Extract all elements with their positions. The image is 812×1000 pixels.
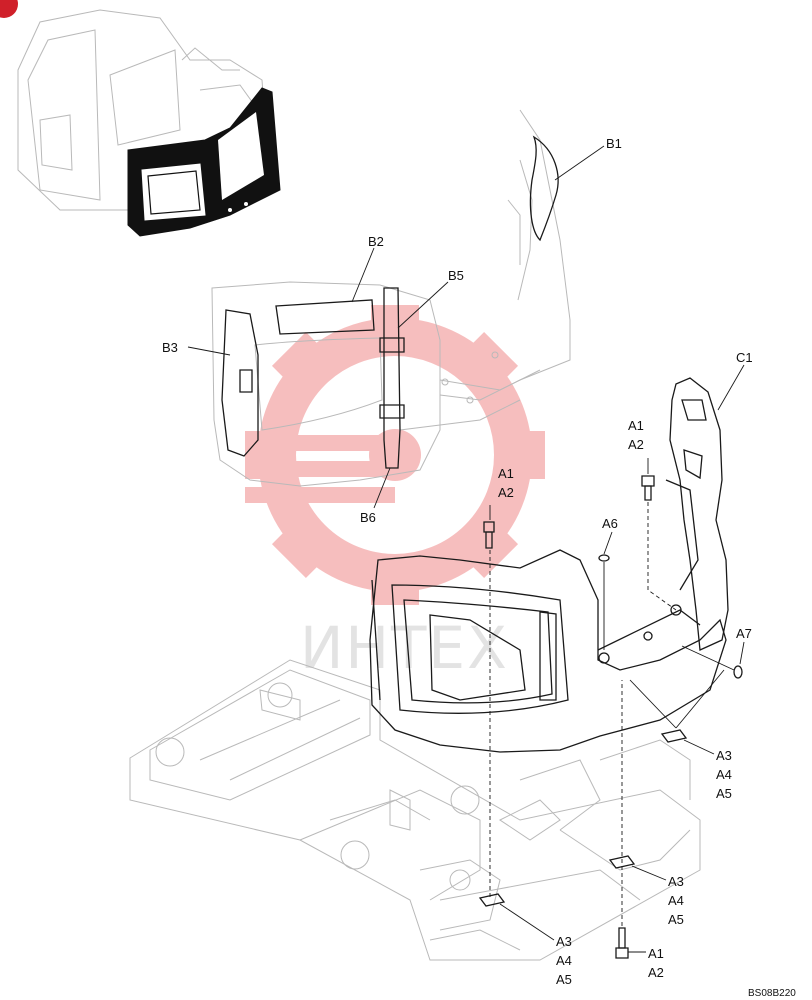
cab-shell-outline	[211, 109, 571, 487]
label-c1: C1	[736, 350, 753, 365]
label-a5-right-lower: A5	[668, 912, 684, 927]
label-b3: B3	[162, 340, 178, 355]
bolt-bottom: A1 A2	[615, 680, 664, 980]
label-a7: A7	[736, 626, 752, 641]
watermark-text: ИНТЕХ	[300, 614, 509, 682]
part-b3: B3	[162, 309, 259, 457]
part-b5-b6: B5 B6	[360, 268, 464, 525]
bolt-upper-right: A1 A2	[628, 418, 677, 611]
label-a6: A6	[602, 516, 618, 531]
red-circle-badge-icon	[0, 0, 18, 18]
part-a6: A6	[598, 516, 618, 650]
bolt-center: A1 A2	[483, 466, 514, 900]
label-a2-upper-right: A2	[628, 437, 644, 452]
label-a4-right-lower: A4	[668, 893, 684, 908]
label-b5: B5	[448, 268, 464, 283]
label-a5-right-upper: A5	[716, 786, 732, 801]
label-b6: B6	[360, 510, 376, 525]
label-a2-bottom: A2	[648, 965, 664, 980]
inset-cab-view	[17, 9, 281, 237]
label-a1-bottom: A1	[648, 946, 664, 961]
label-a1-center: A1	[498, 466, 514, 481]
part-b1: B1	[529, 135, 622, 242]
shim-center: A3 A4 A5	[478, 893, 572, 987]
label-a4-center: A4	[556, 953, 572, 968]
label-b2: B2	[368, 234, 384, 249]
label-a3-center: A3	[556, 934, 572, 949]
label-a3-right-upper: A3	[716, 748, 732, 763]
label-a2-center: A2	[498, 485, 514, 500]
shim-right-upper: A3 A4 A5	[629, 669, 732, 801]
part-a7: A7	[681, 626, 752, 679]
part-rear-cover	[369, 549, 727, 753]
gear-logo-icon	[245, 305, 545, 605]
drawing-code: BS08B220	[748, 988, 796, 999]
part-c1: C1	[665, 350, 753, 651]
machine-frame-outline	[129, 659, 701, 961]
label-a4-right-upper: A4	[716, 767, 732, 782]
shim-right-lower: A3 A4 A5	[608, 855, 684, 927]
label-b1: B1	[606, 136, 622, 151]
label-a5-center: A5	[556, 972, 572, 987]
label-a3-right-lower: A3	[668, 874, 684, 889]
label-a1-upper-right: A1	[628, 418, 644, 433]
part-b2: B2	[275, 234, 384, 335]
